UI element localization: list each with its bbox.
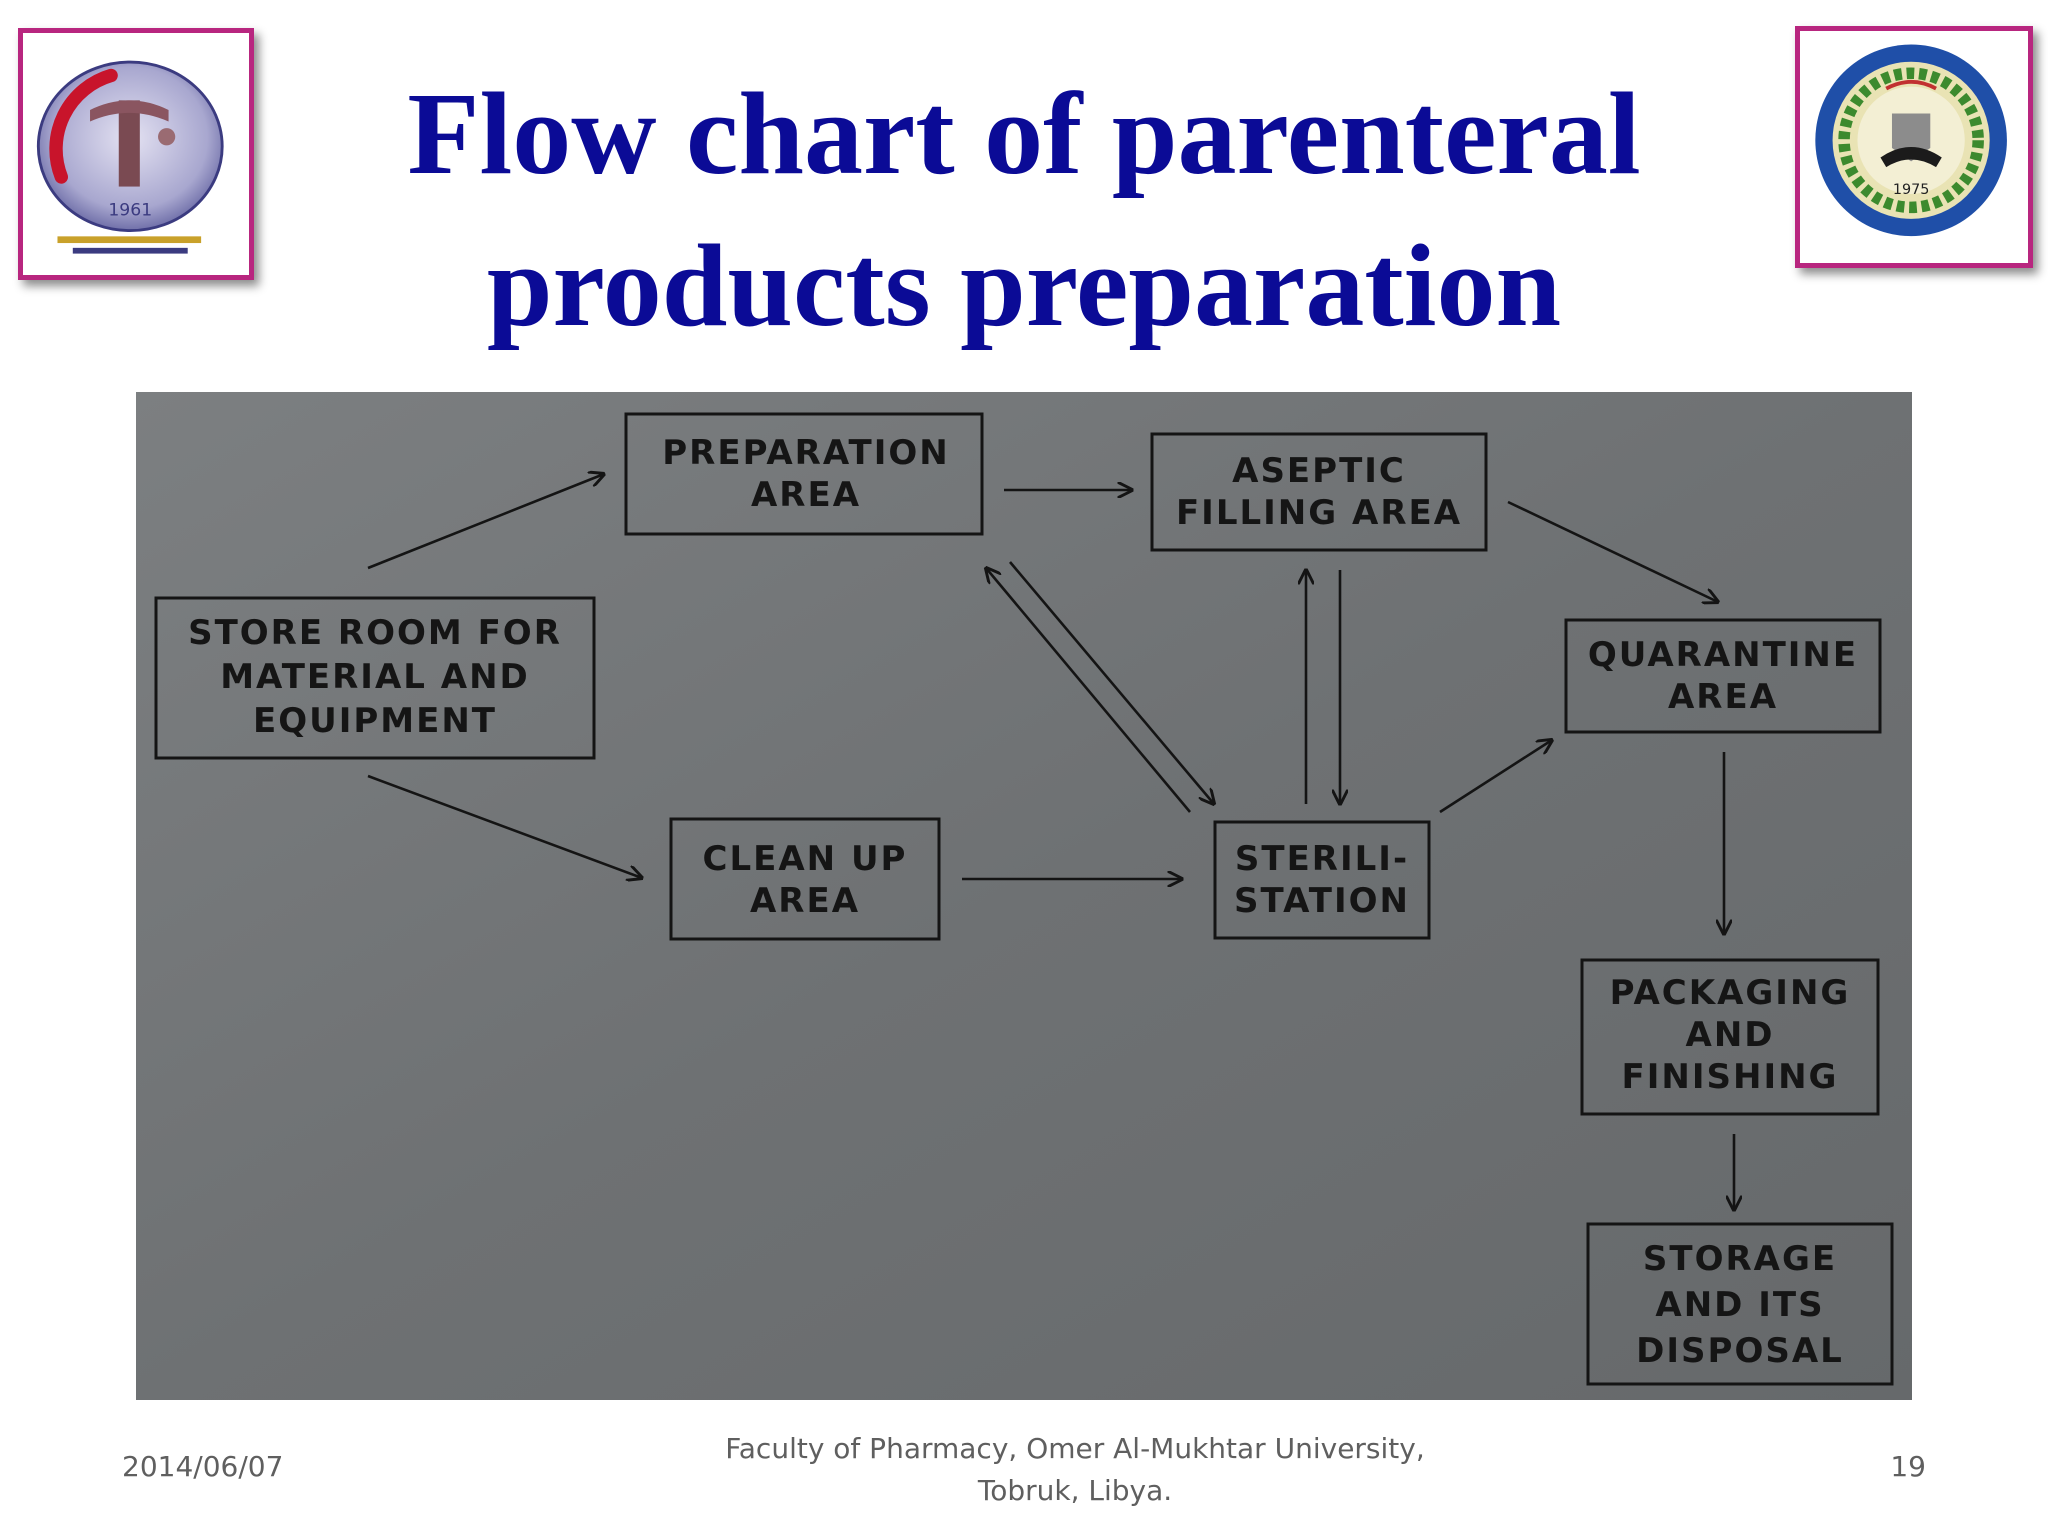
footer-institution-line-1: Faculty of Pharmacy, Omer Al-Mukhtar Uni… bbox=[725, 1432, 1425, 1465]
svg-text:PACKAGING: PACKAGING bbox=[1610, 973, 1851, 1013]
svg-text:AREA: AREA bbox=[750, 881, 860, 921]
svg-text:STERILI-: STERILI- bbox=[1235, 839, 1409, 879]
svg-text:EQUIPMENT: EQUIPMENT bbox=[253, 701, 497, 741]
node-sterilization-station: STERILI- STATION bbox=[1213, 820, 1431, 940]
footer-institution-line-2: Tobruk, Libya. bbox=[977, 1474, 1173, 1507]
svg-text:QUARANTINE: QUARANTINE bbox=[1588, 635, 1858, 675]
footer-institution: Faculty of Pharmacy, Omer Al-Mukhtar Uni… bbox=[640, 1428, 1510, 1512]
svg-text:STORE ROOM FOR: STORE ROOM FOR bbox=[188, 613, 562, 653]
svg-text:FINISHING: FINISHING bbox=[1622, 1057, 1839, 1097]
slide-title-line-2: products preparation bbox=[486, 220, 1562, 351]
edge-store-to-preparation bbox=[367, 474, 604, 570]
flow-chart-diagram: STORE ROOM FOR MATERIAL AND EQUIPMENT PR… bbox=[136, 392, 1912, 1400]
node-aseptic-filling-area: ASEPTIC FILLING AREA bbox=[1150, 432, 1488, 552]
edge-store-to-cleanup bbox=[367, 774, 642, 878]
node-clean-up-area: CLEAN UP AREA bbox=[669, 817, 941, 941]
svg-text:MATERIAL AND: MATERIAL AND bbox=[220, 657, 530, 697]
node-quarantine-area: QUARANTINE AREA bbox=[1564, 618, 1882, 734]
svg-text:AREA: AREA bbox=[1668, 677, 1778, 717]
svg-text:1961: 1961 bbox=[108, 200, 152, 220]
node-preparation-area: PREPARATION AREA bbox=[624, 412, 984, 536]
node-packaging-and-finishing: PACKAGING AND FINISHING bbox=[1580, 958, 1880, 1116]
svg-text:PREPARATION: PREPARATION bbox=[662, 433, 950, 473]
svg-text:AND: AND bbox=[1686, 1015, 1775, 1055]
node-storage-and-disposal: STORAGE AND ITS DISPOSAL bbox=[1586, 1222, 1894, 1386]
faculty-logo-left: 1961 bbox=[18, 28, 254, 280]
svg-text:1975: 1975 bbox=[1893, 182, 1930, 198]
flow-chart-canvas: STORE ROOM FOR MATERIAL AND EQUIPMENT PR… bbox=[136, 392, 1912, 1400]
university-seal-icon: 1975 bbox=[1815, 44, 2007, 237]
svg-text:DISPOSAL: DISPOSAL bbox=[1636, 1331, 1844, 1371]
edge-preparation-to-sterilization bbox=[1009, 561, 1214, 804]
edge-sterilization-to-preparation bbox=[986, 568, 1191, 813]
node-store-room: STORE ROOM FOR MATERIAL AND EQUIPMENT bbox=[154, 596, 596, 760]
slide-title: Flow chart of parenteral products prepar… bbox=[300, 58, 1748, 362]
svg-text:CLEAN UP: CLEAN UP bbox=[703, 839, 908, 879]
svg-text:AND ITS: AND ITS bbox=[1655, 1285, 1824, 1325]
edge-aseptic-to-quarantine bbox=[1507, 500, 1718, 602]
svg-text:AREA: AREA bbox=[751, 475, 861, 515]
university-logo-right: 1975 bbox=[1795, 26, 2033, 268]
svg-text:STATION: STATION bbox=[1234, 881, 1410, 921]
footer-page-number: 19 bbox=[1890, 1450, 1926, 1483]
edge-sterilization-to-quarantine bbox=[1439, 740, 1552, 814]
svg-text:ASEPTIC: ASEPTIC bbox=[1232, 451, 1406, 491]
paper-background bbox=[136, 392, 1912, 1400]
svg-text:STORAGE: STORAGE bbox=[1643, 1239, 1837, 1279]
slide-title-line-1: Flow chart of parenteral bbox=[407, 68, 1641, 199]
svg-text:FILLING AREA: FILLING AREA bbox=[1176, 493, 1462, 533]
footer-date: 2014/06/07 bbox=[122, 1450, 284, 1483]
faculty-emblem-icon: 1961 bbox=[36, 60, 224, 254]
